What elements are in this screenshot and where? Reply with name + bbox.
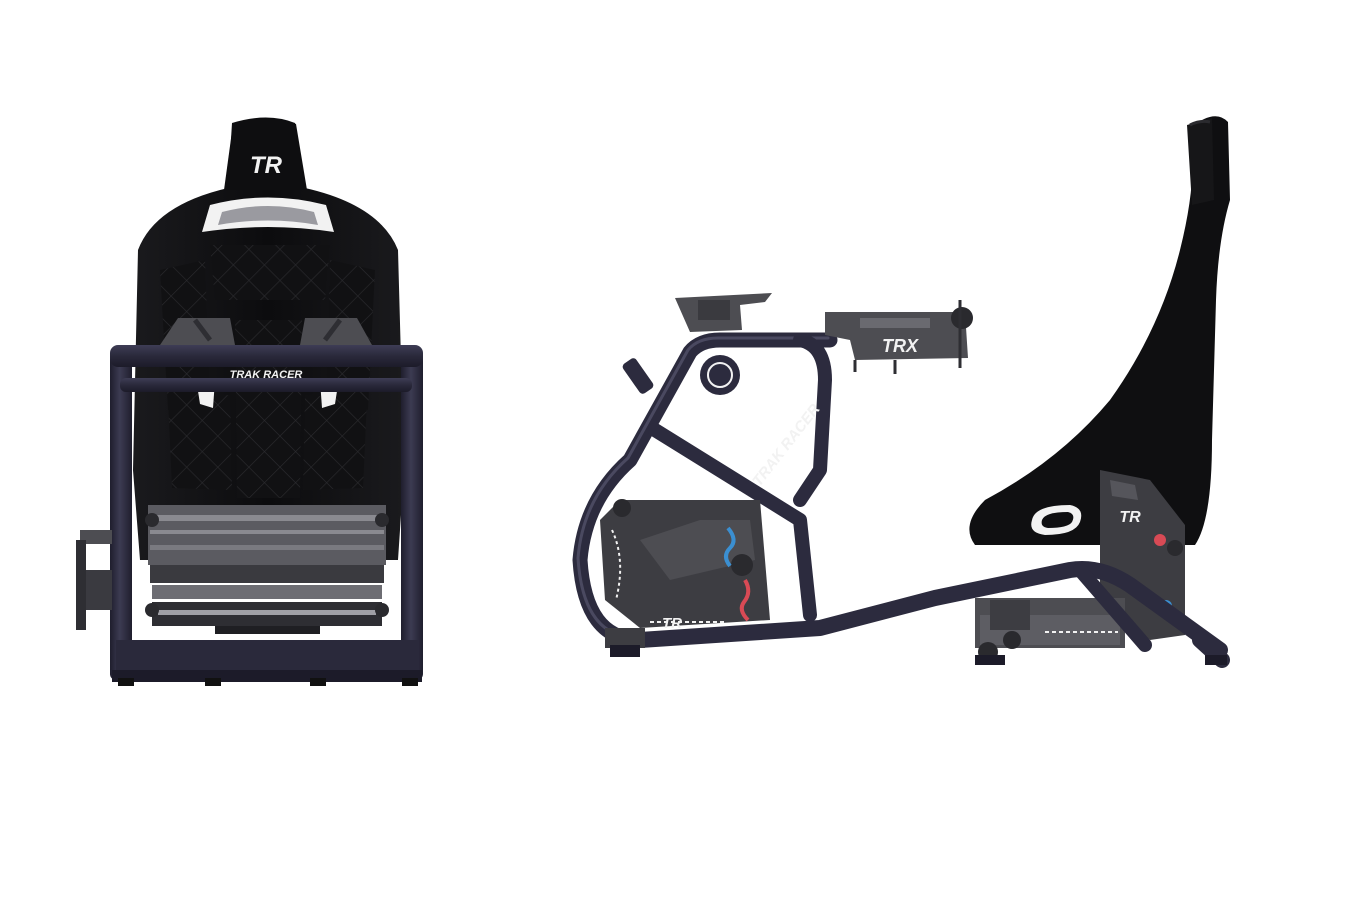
side-shifter-mount	[622, 355, 740, 395]
side-seat-shell	[969, 116, 1230, 545]
seat-headrest	[224, 118, 307, 190]
side-wheel-deck-logo: TRX	[882, 336, 919, 356]
front-view: TR	[76, 117, 423, 686]
front-seat-slider	[145, 505, 389, 634]
side-pedal-plate: TR	[600, 499, 770, 648]
side-diagonal-brace	[648, 423, 817, 622]
side-view: TR	[572, 116, 1230, 668]
side-wheel-post-tube	[793, 333, 832, 507]
front-top-crossbar	[110, 345, 423, 367]
front-frame: TRAK RACER	[76, 345, 423, 686]
side-seat-slider	[975, 598, 1125, 662]
side-seat: TR	[969, 116, 1230, 640]
front-right-upright	[401, 350, 423, 680]
front-left-upright	[110, 350, 132, 680]
side-round-badge	[700, 355, 740, 395]
side-wheel-deck: TRX	[675, 293, 973, 374]
side-frame	[572, 332, 1230, 668]
side-base-rail	[632, 561, 1228, 658]
side-seat-logo: TR	[1119, 509, 1141, 526]
front-headrest-logo: TR	[250, 152, 283, 179]
seat-back-quilt	[210, 245, 330, 300]
front-crossbar-text: TRAK RACER	[230, 369, 303, 381]
side-base-logo: TR	[662, 615, 682, 632]
